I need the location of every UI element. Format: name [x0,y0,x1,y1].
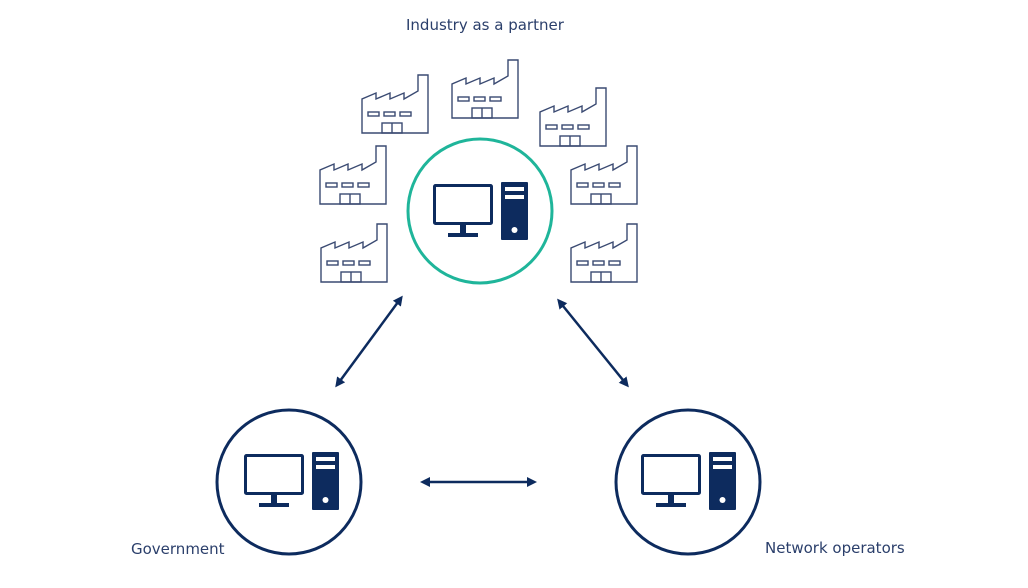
desktop-computer-icon [641,452,736,510]
network-operators-node-ring [614,408,762,556]
factory-icon [539,87,607,147]
factory-icon [320,223,388,283]
desktop-computer-icon [433,182,528,240]
factory-icon [451,59,519,119]
factory-icon [361,74,429,134]
industry-node-ring [406,137,554,285]
industry-label: Industry as a partner [406,16,564,34]
government-label: Government [131,540,225,558]
arrow-industry-government [335,295,403,388]
factory-icon [570,223,638,283]
factory-icon [319,145,387,205]
factory-icon [570,145,638,205]
computer-group [244,182,736,510]
government-node-ring [215,408,363,556]
factory-group [319,59,638,283]
desktop-computer-icon [244,452,339,510]
arrow-industry-network-operators [557,298,629,388]
network-operators-label: Network operators [765,539,905,557]
